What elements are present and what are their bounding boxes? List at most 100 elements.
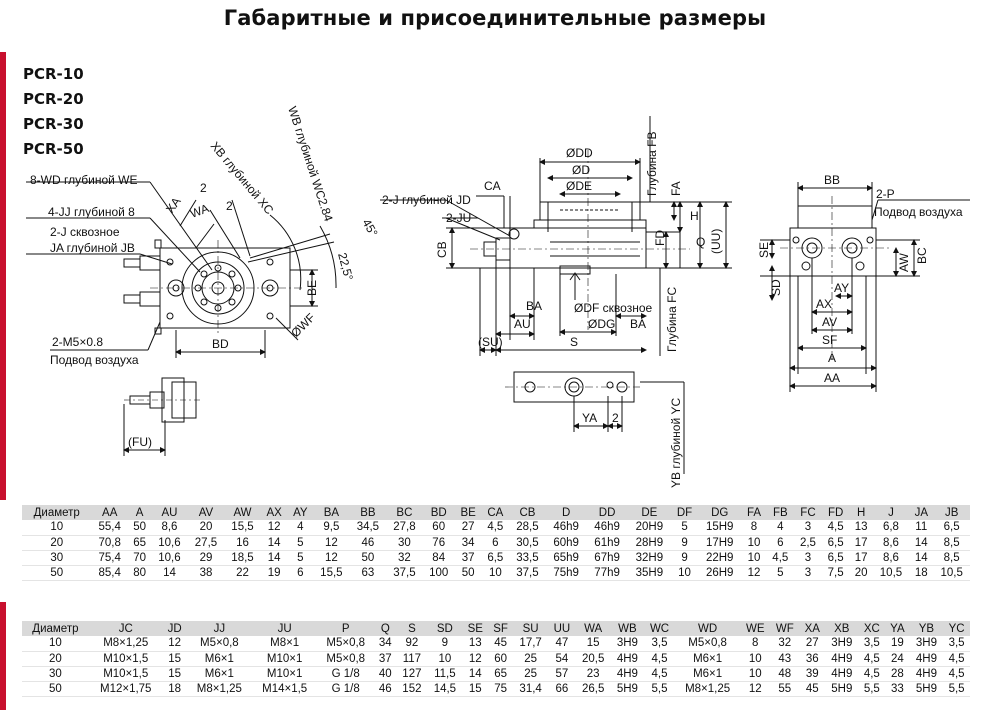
label-fu: (FU) (128, 435, 152, 449)
table-cell: 4H9 (616, 667, 638, 680)
table-cell: 6,5 (827, 551, 844, 564)
table-cell: 4H9 (616, 652, 638, 665)
label-uu: (UU) (709, 229, 723, 254)
table-cell: 75 (494, 682, 508, 695)
table-cell: 63 (361, 566, 375, 579)
table-cell: 10,5 (940, 566, 963, 579)
table-cell: 3 (804, 566, 812, 579)
table-cell: 17 (854, 551, 868, 564)
fitting-detail (123, 377, 200, 456)
table-cell: 6 (492, 536, 499, 549)
table-cell: 5H9 (915, 682, 937, 695)
table-cell: 10 (438, 652, 452, 665)
table-cell: 117 (402, 652, 422, 665)
label-fc: Глубина FC (665, 286, 679, 352)
table-cell: M10×1 (266, 652, 303, 665)
label-fa: FA (669, 181, 683, 196)
table-cell: 3H9 (915, 637, 937, 650)
table-cell: 34,5 (356, 521, 380, 534)
table-cell: M6×1 (204, 667, 234, 680)
label-de: ØDE (566, 179, 592, 193)
table-cell: 26,5 (581, 682, 605, 695)
label-ya: YA (582, 411, 597, 425)
table-cell: 47 (555, 637, 569, 650)
label-45: 45° (359, 217, 380, 240)
table-cell: 18 (914, 566, 928, 579)
column-header: FD (821, 505, 850, 520)
label-m5: 2-M5×0.8 (52, 335, 103, 349)
column-header: BC (386, 505, 423, 520)
table-cell: 23 (586, 667, 600, 680)
table-cell: 6,8 (882, 521, 899, 534)
label-su: (SU) (478, 335, 503, 349)
column-header: AV (187, 505, 225, 520)
table-cell: 17,7 (519, 637, 542, 650)
table-cell: 45 (805, 682, 819, 695)
table-cell: M14×1,5 (262, 682, 308, 695)
label-se: SE (757, 242, 771, 258)
label-air-1: Подвод воздуха (50, 353, 139, 367)
table-cell: 4,5 (651, 652, 668, 665)
table-cell: 5 (297, 551, 304, 564)
table-cell: 28 (891, 667, 904, 680)
model-label: PCR-10 (23, 65, 84, 83)
table-cell: 5H9 (831, 682, 853, 695)
column-header: AU (151, 505, 188, 520)
label-dd: ØDD (566, 146, 593, 160)
table-cell: M6×1 (693, 652, 723, 665)
column-header: J (872, 505, 910, 520)
column-header: BE (454, 505, 482, 520)
label-284: 2.84 (315, 197, 336, 224)
table-cell: 127 (402, 667, 422, 680)
table-cell: 32 (778, 637, 792, 650)
label-j-jd: 2-J глубиной JD (382, 193, 471, 207)
label-a: A (828, 351, 836, 365)
table-cell: 4H9 (831, 652, 853, 665)
label-wa: WA (188, 201, 211, 221)
table-cell: 15,5 (320, 566, 343, 579)
label-h: H (690, 209, 699, 223)
column-header: CA (481, 505, 510, 520)
table-cell: 60h9 (553, 536, 579, 549)
table-cell: 12 (267, 521, 281, 534)
table-cell: 4,5 (827, 521, 844, 534)
table-cell-diameter: 10 (49, 637, 62, 650)
table-cell: M6×1 (693, 667, 723, 680)
table-cell: 57 (555, 667, 569, 680)
table-cell: 67h9 (594, 551, 620, 564)
table-cell: M8×1 (270, 637, 300, 650)
label-p: 2-P (876, 187, 895, 201)
table-cell: 85,4 (98, 566, 121, 579)
column-header: S (396, 621, 428, 636)
table-cell: M8×1,25 (685, 682, 731, 695)
model-label: PCR-30 (23, 115, 84, 133)
table-cell: 6 (777, 536, 784, 549)
table-cell: 32H9 (635, 551, 664, 564)
table-cell: 9,5 (323, 521, 340, 534)
table-cell: 12 (747, 566, 761, 579)
table-cell: M5×0,8 (688, 637, 727, 650)
column-header: JU (252, 621, 318, 636)
table-cell: 3H9 (831, 637, 853, 650)
table-cell: 10 (747, 536, 761, 549)
label-ja: JA глубиной JB (50, 241, 135, 255)
bottom-detail (505, 371, 685, 474)
table-cell: 6,5 (943, 521, 960, 534)
label-bb: BB (824, 173, 840, 187)
column-header: YB (909, 621, 944, 636)
page-title: Габаритные и присоединительные размеры (223, 6, 767, 30)
table-cell: 4,5 (948, 667, 965, 680)
column-header: AX (260, 505, 288, 520)
table-cell: 34 (378, 637, 392, 650)
table-cell: 75,4 (98, 551, 121, 564)
table-cell: 4H9 (915, 667, 937, 680)
label-yb: YB глубиной YC (669, 397, 683, 488)
label-xa: XA (163, 195, 184, 216)
table-cell: 70 (133, 551, 146, 564)
model-list: PCR-10 PCR-20 PCR-30 PCR-50 (23, 62, 84, 162)
column-header: SD (427, 621, 463, 636)
table-cell: 6,5 (827, 536, 844, 549)
